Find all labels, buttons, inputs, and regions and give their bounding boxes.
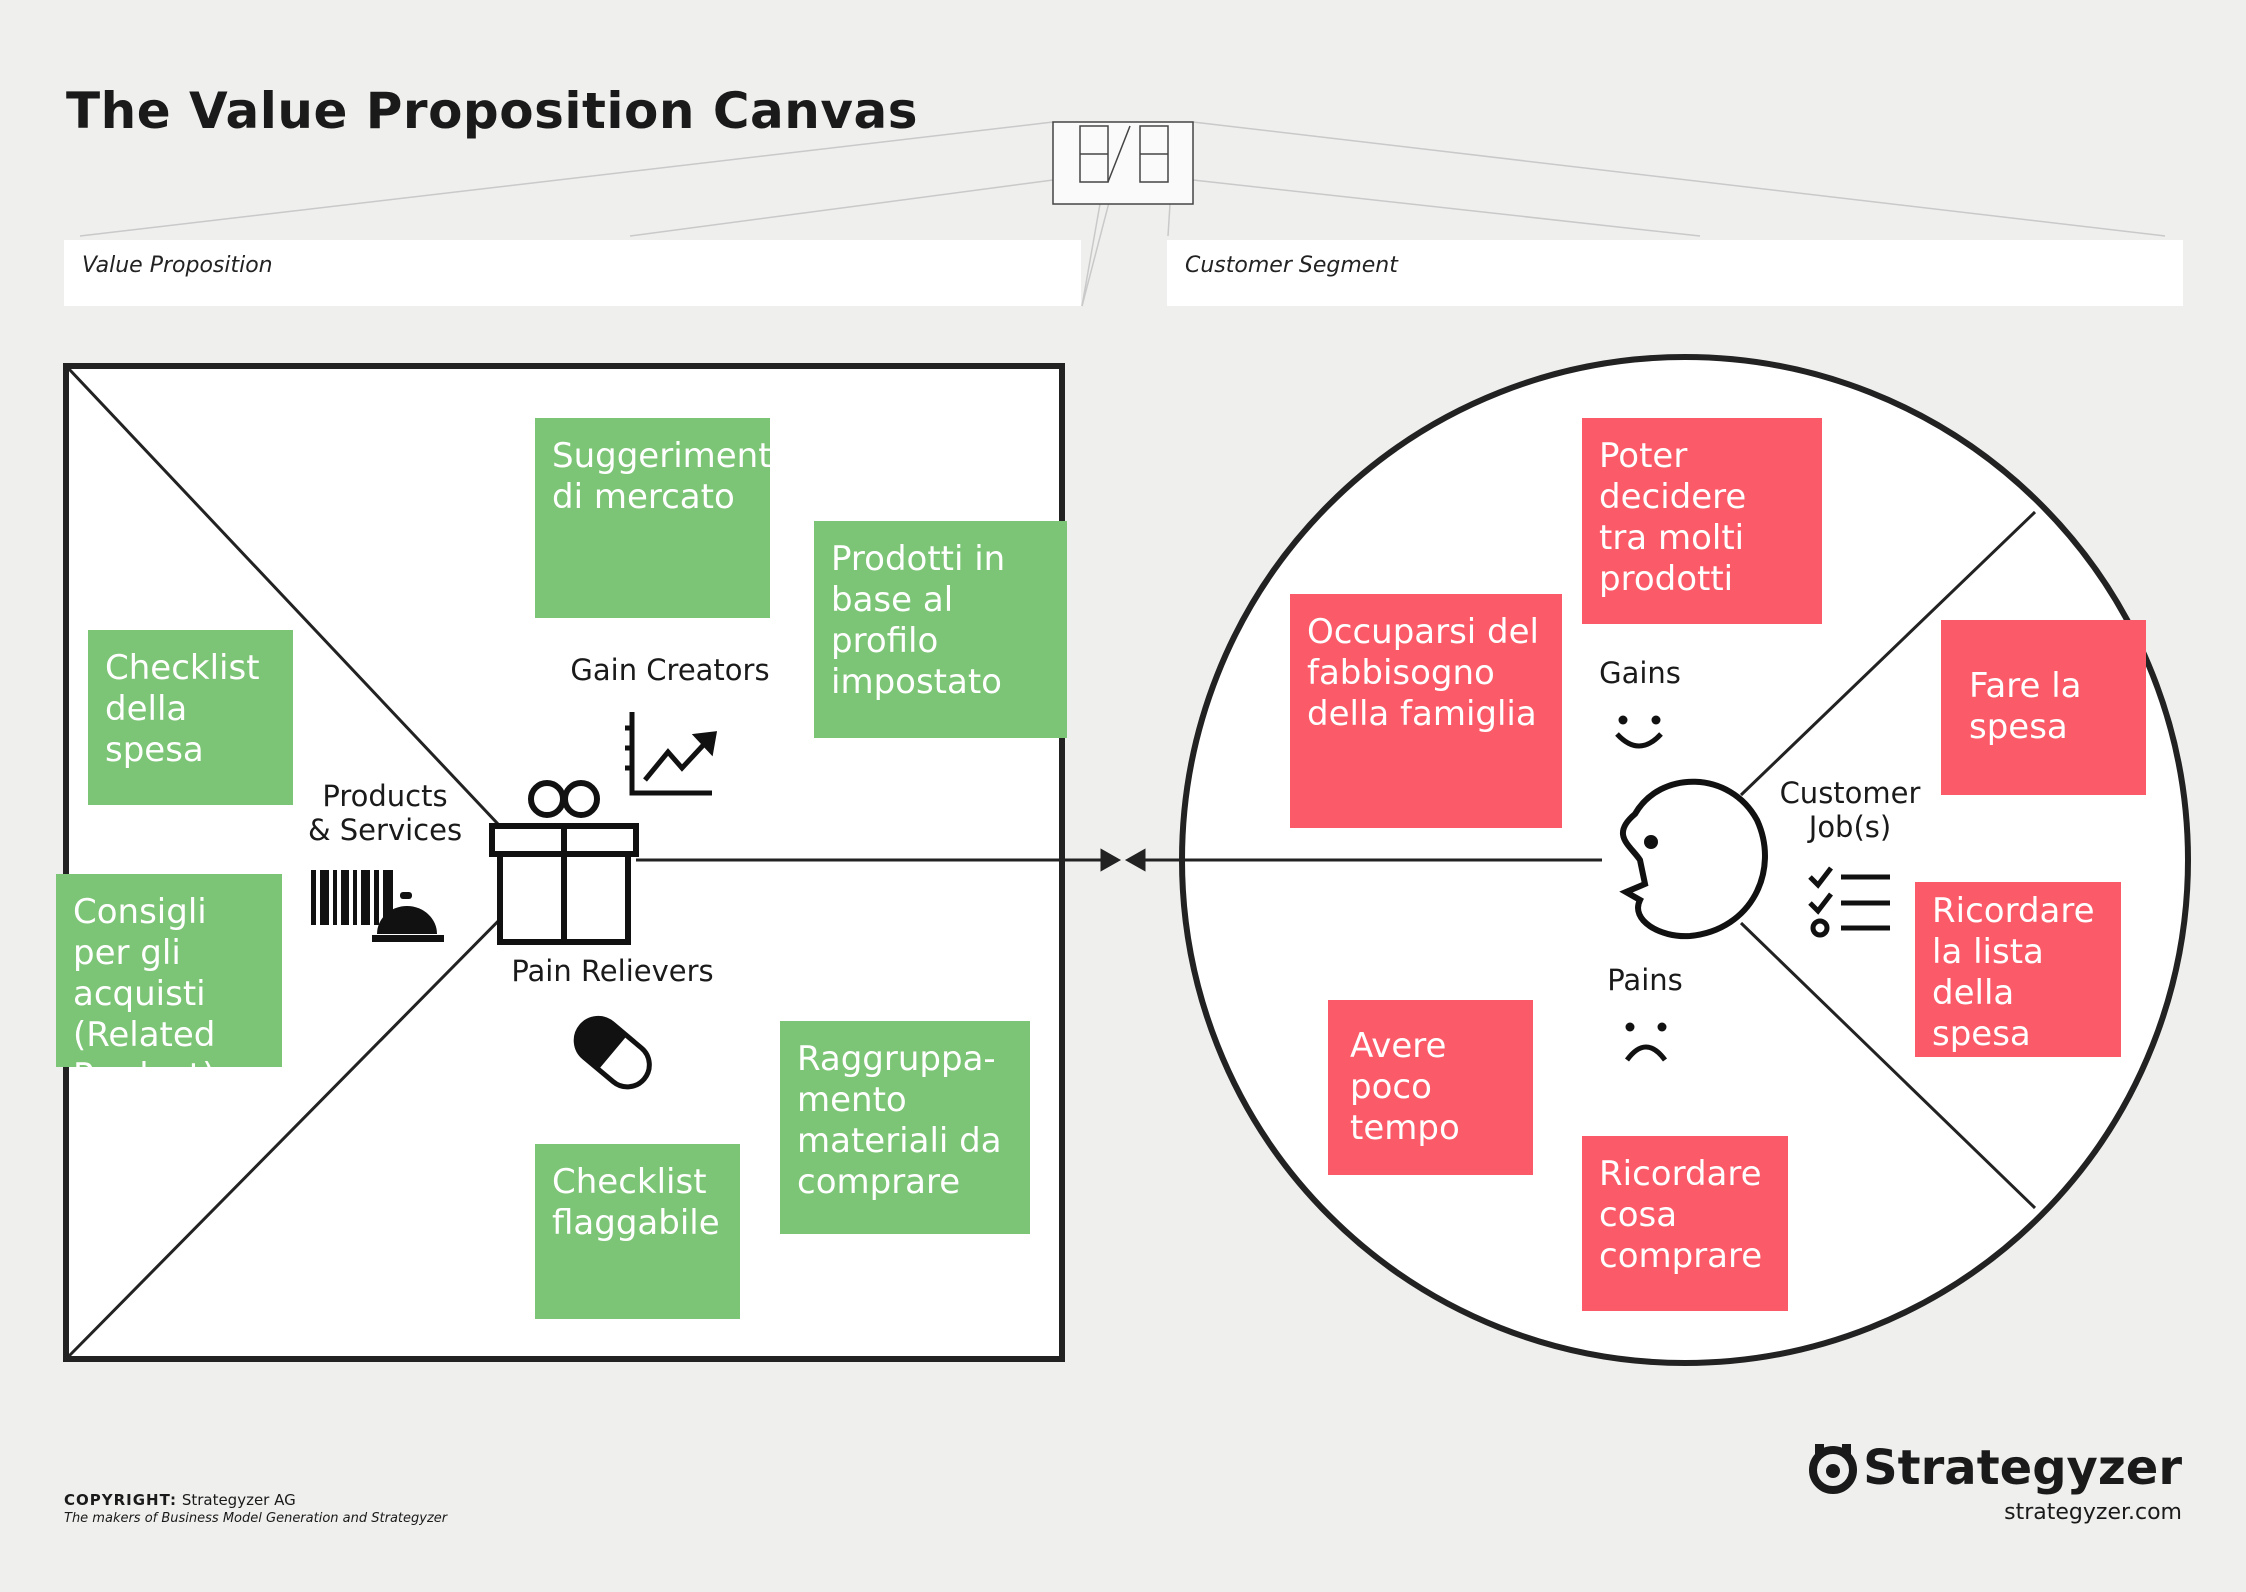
note-fare-spesa[interactable]: Fare la spesa: [1941, 620, 2146, 795]
smile-icon: [1615, 715, 1663, 749]
face-profile-icon: [1619, 778, 1768, 940]
gift-icon: [489, 780, 639, 945]
canvas-thumbnail-icon: [1052, 121, 1194, 205]
service-bell-icon: [372, 892, 444, 942]
checklist-icon: [1808, 866, 1890, 938]
note-ricordare-cosa-comprare[interactable]: Ricordare cosa comprare: [1582, 1136, 1788, 1311]
gain-creators-label: Gain Creators: [570, 653, 770, 687]
customer-segment-label: Customer Segment: [1185, 253, 1398, 278]
note-checklist-flaggabile[interactable]: Checklist flaggabile: [535, 1144, 740, 1319]
copyright: COPYRIGHT: Strategyzer AG: [64, 1491, 296, 1509]
pain-relievers-label: Pain Relievers: [511, 954, 714, 988]
note-ricordare-lista[interactable]: Ricordare la lista della spesa: [1915, 882, 2121, 1057]
copyright-label: COPYRIGHT:: [64, 1491, 178, 1509]
customer-segment-field[interactable]: Customer Segment: [1167, 240, 2183, 306]
page-title: The Value Proposition Canvas: [66, 82, 918, 140]
barcode-icon: [311, 870, 393, 925]
note-suggerimenti[interactable]: Suggerimenti di mercato: [535, 418, 781, 618]
copyright-holder: Strategyzer AG: [181, 1491, 296, 1509]
brand-name: Strategyzer: [1863, 1440, 2182, 1496]
brand-url-link[interactable]: strategyzer.com: [2004, 1500, 2182, 1525]
gains-label: Gains: [1599, 656, 1681, 690]
value-proposition-field[interactable]: Value Proposition: [64, 240, 1081, 306]
strategyzer-logo-icon: [1809, 1444, 1858, 1494]
strategyzer-brand[interactable]: Strategyzer: [1807, 1440, 2182, 1496]
pill-icon: [573, 1015, 652, 1090]
note-consigli-acquisti[interactable]: Consigli per gli acquisti (Related Produ…: [56, 874, 282, 1096]
pains-label: Pains: [1607, 963, 1683, 997]
note-checklist-spesa[interactable]: Checklist della spesa: [88, 630, 293, 805]
note-prodotti-profilo[interactable]: Prodotti in base al profilo impostato: [814, 521, 1067, 738]
tagline: The makers of Business Model Generation …: [64, 1511, 448, 1526]
value-proposition-label: Value Proposition: [82, 253, 273, 278]
note-poter-decidere[interactable]: Poter decidere tra molti prodotti: [1582, 418, 1822, 624]
note-occuparsi-fabbisogno[interactable]: Occuparsi del fabbisogno della famiglia: [1290, 594, 1562, 828]
guide-lines: [79, 121, 2166, 307]
fit-arrows: [636, 848, 1602, 872]
note-raggruppamento[interactable]: Raggruppa-mento materiali da comprare: [780, 1021, 1030, 1234]
chart-icon: [625, 712, 718, 796]
customer-jobs-label: Customer Job(s): [1779, 776, 1921, 844]
products-services-label: Products & Services: [307, 779, 463, 847]
note-avere-poco-tempo[interactable]: Avere poco tempo: [1328, 1000, 1533, 1175]
frown-icon: [1624, 1022, 1668, 1062]
